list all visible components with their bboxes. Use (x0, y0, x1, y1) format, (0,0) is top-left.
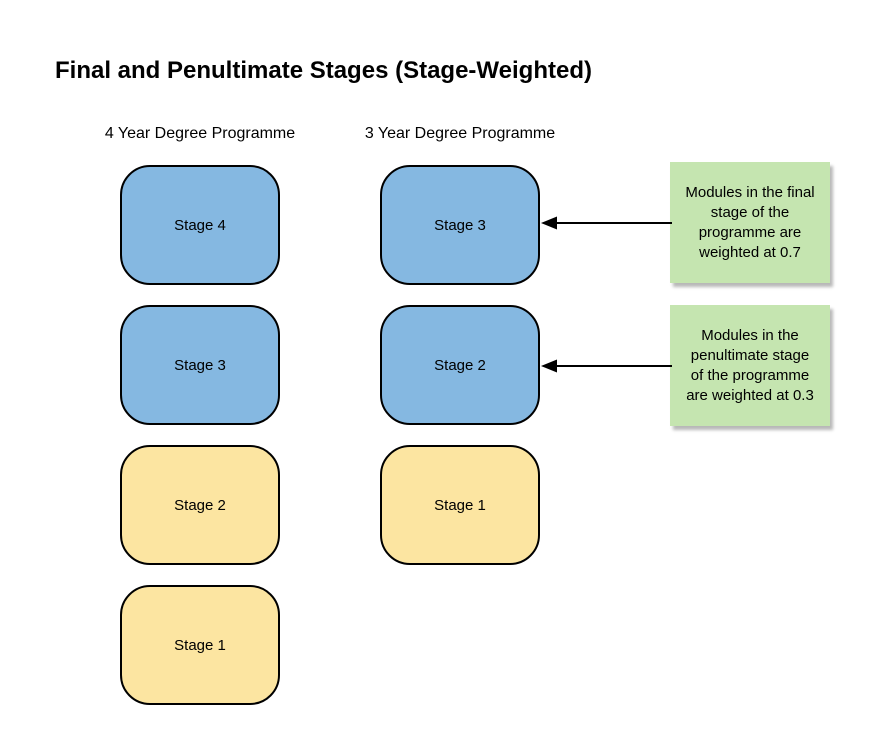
arrow-penultimate-note-to-stage2 (541, 359, 672, 373)
column-header-4-year: 4 Year Degree Programme (104, 125, 296, 142)
stage-box-3yr-stage-3: Stage 3 (380, 165, 540, 285)
note-final-stage-weight: Modules in the final stage of the progra… (670, 162, 830, 283)
stage-box-3yr-stage-1: Stage 1 (380, 445, 540, 565)
stage-box-3yr-stage-2: Stage 2 (380, 305, 540, 425)
stage-box-4yr-stage-3: Stage 3 (120, 305, 280, 425)
stage-box-4yr-stage-2: Stage 2 (120, 445, 280, 565)
stage-box-4yr-stage-1: Stage 1 (120, 585, 280, 705)
stage-box-4yr-stage-4: Stage 4 (120, 165, 280, 285)
note-penultimate-stage-weight: Modules in the penultimate stage of the … (670, 305, 830, 426)
diagram-title: Final and Penultimate Stages (Stage-Weig… (55, 57, 592, 84)
column-header-3-year: 3 Year Degree Programme (364, 125, 556, 142)
arrow-final-stage-note-to-stage3 (541, 216, 672, 230)
